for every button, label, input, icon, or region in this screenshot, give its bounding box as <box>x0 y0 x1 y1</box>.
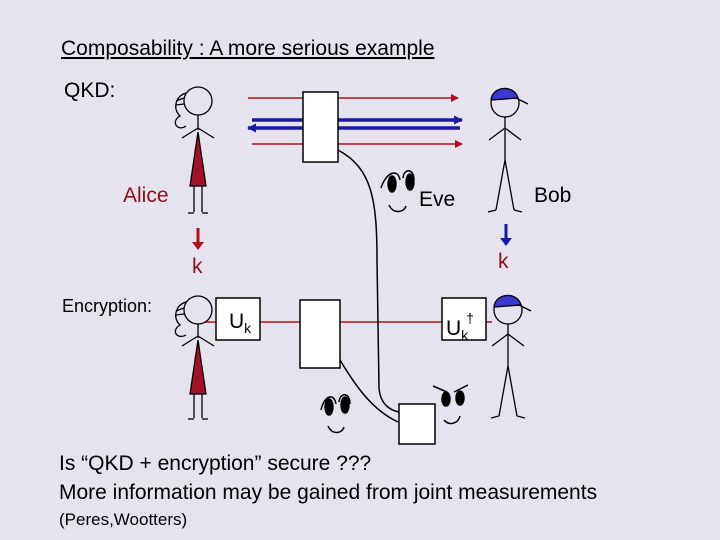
joint-measurement-box <box>398 403 436 445</box>
key-label-bob: k <box>498 250 509 273</box>
eve-face-icon-2 <box>320 394 351 434</box>
ukdag-box <box>441 297 487 341</box>
ukdag-label: Uk† <box>446 311 474 342</box>
alice-head-icon-2 <box>183 295 213 325</box>
bob-figure-encryption <box>490 294 532 419</box>
ukdag-subscript: k <box>461 327 469 343</box>
uk-subscript: k <box>244 320 252 336</box>
bob-label: Bob <box>534 184 572 207</box>
question-text: Is “QKD + encryption” secure ??? <box>59 452 372 475</box>
qkd-label: QKD: <box>64 79 116 102</box>
alice-figure-encryption <box>174 295 215 420</box>
alice-label: Alice <box>123 184 169 207</box>
ukdag-letter: U <box>446 317 462 340</box>
bob-cap-icon <box>490 87 519 101</box>
wire-enc-to-joint <box>339 359 399 423</box>
eve-face-icon <box>380 170 415 213</box>
eve-label: Eve <box>419 188 456 211</box>
encryption-label: Encryption: <box>62 296 153 316</box>
alice-figure <box>174 86 215 214</box>
statement-text: More information may be gained from join… <box>59 481 598 504</box>
wire-qkd-to-joint <box>337 149 400 413</box>
bob-cap-icon-2 <box>493 294 522 308</box>
bob-figure <box>487 87 529 213</box>
eve-enc-box <box>299 299 341 369</box>
uk-label: Uk <box>229 311 251 335</box>
uk-box <box>215 297 261 341</box>
eve-angry-face-icon <box>432 384 469 425</box>
key-arrow-alice <box>192 228 204 250</box>
citation-text: (Peres,Wootters) <box>59 510 188 529</box>
key-arrow-bob <box>500 224 512 246</box>
channel-lines <box>247 94 463 148</box>
uk-letter: U <box>229 310 245 333</box>
slide-title: Composability : A more serious example <box>61 37 435 60</box>
ukdag-dagger: † <box>466 310 474 326</box>
eve-qkd-box <box>302 91 339 163</box>
alice-head-icon <box>183 86 213 116</box>
key-label-alice: k <box>192 255 203 278</box>
